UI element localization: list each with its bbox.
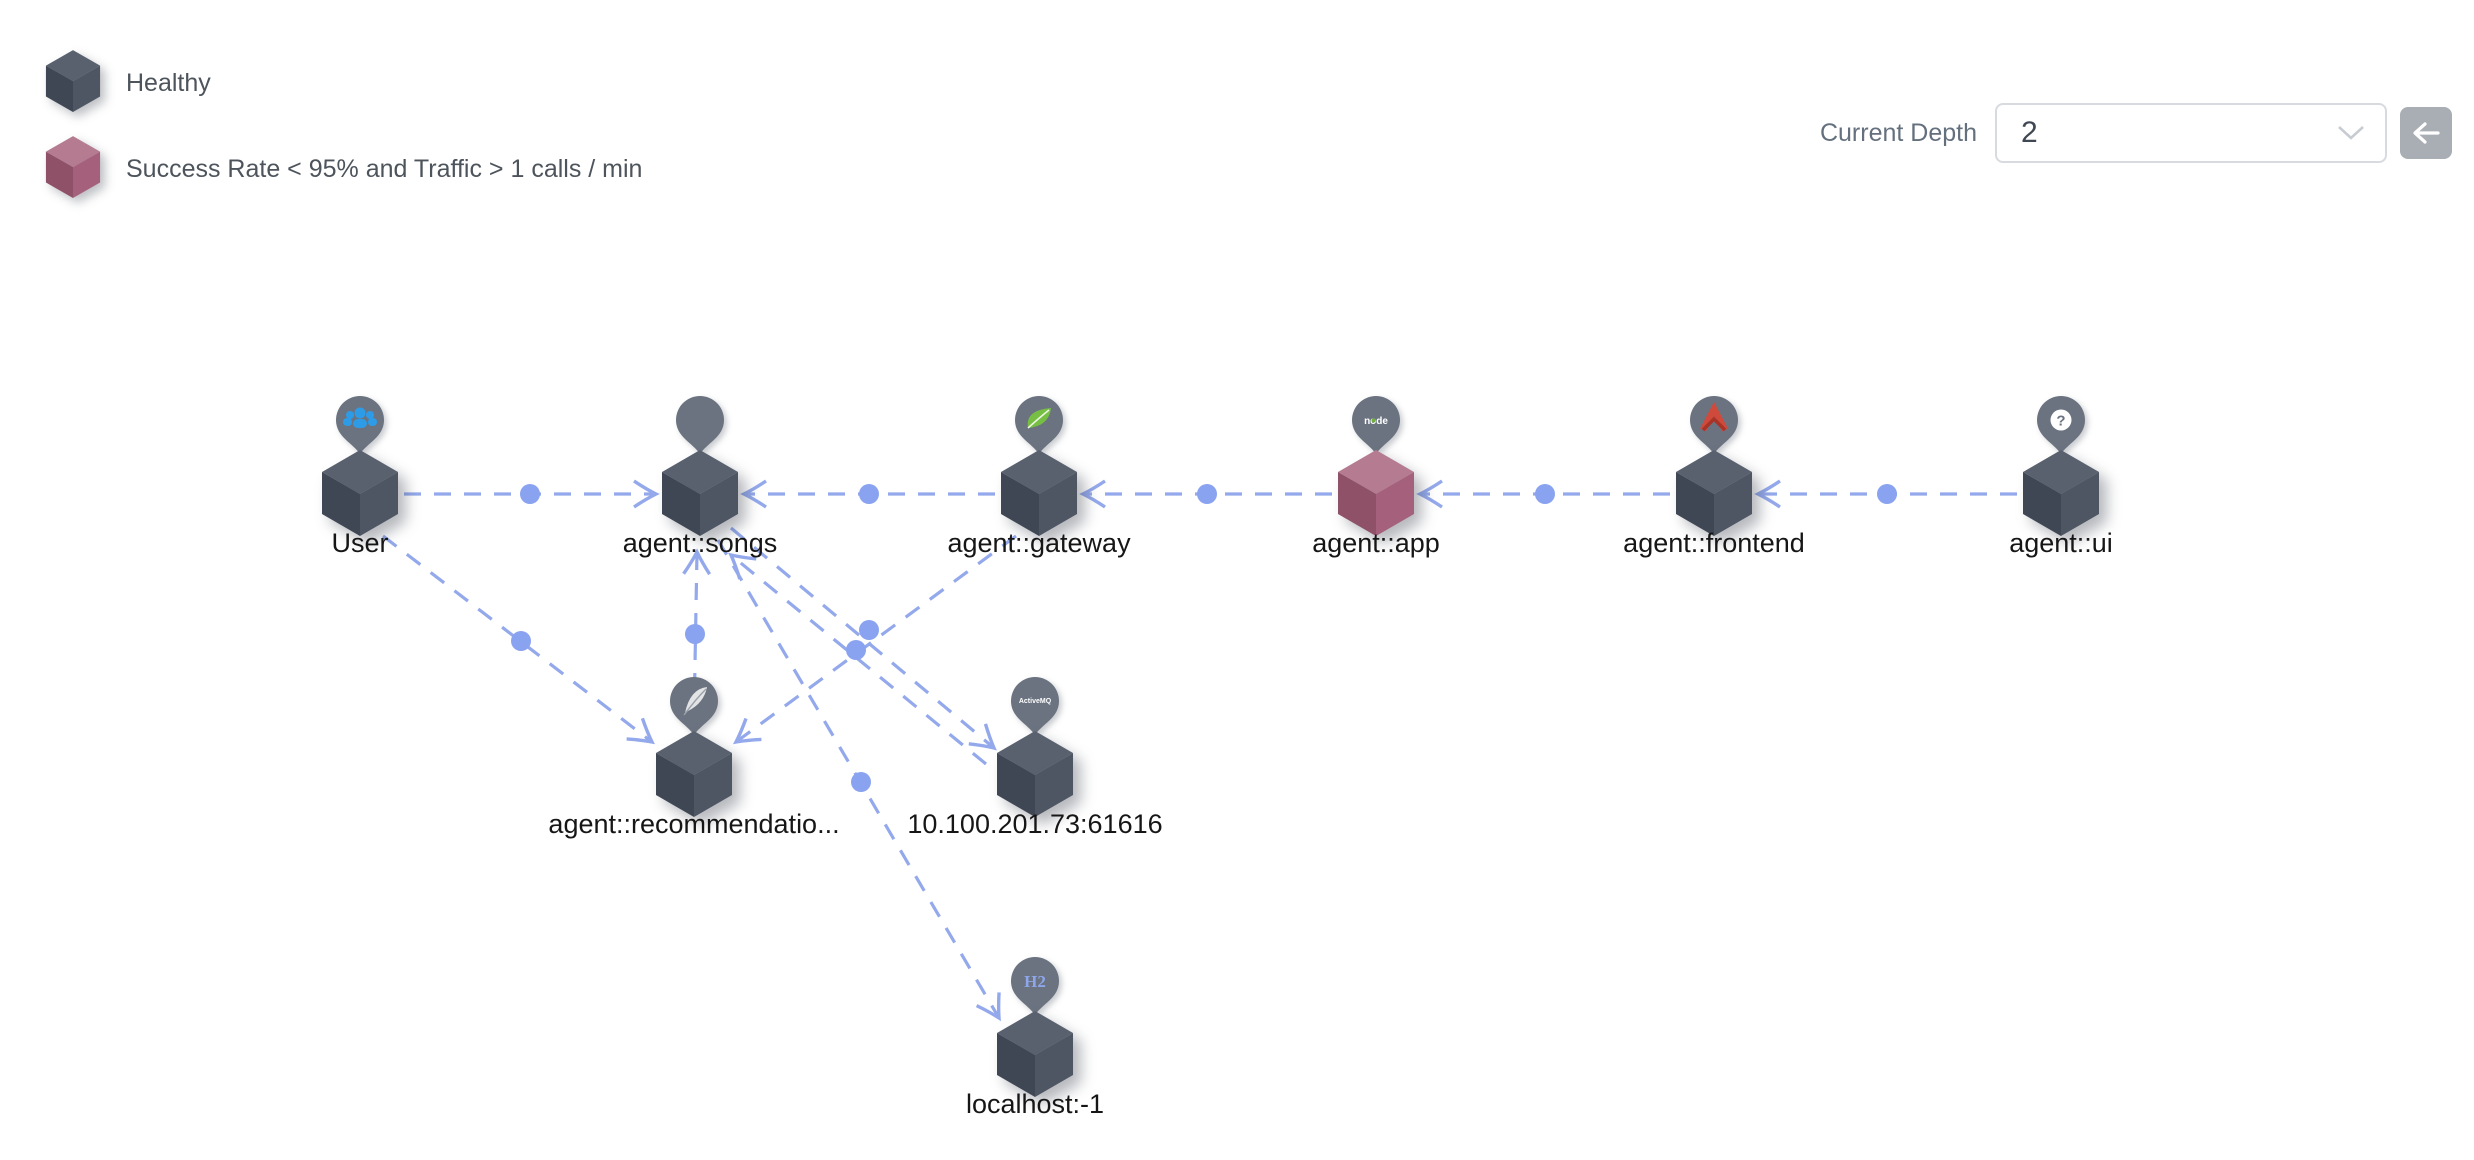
edge-user-recommendation[interactable] [382,534,656,745]
cube [2023,450,2099,536]
depth-select[interactable]: 2 [1995,103,2387,163]
edge-songs-activemq[interactable] [729,526,997,751]
node-label: agent::recommendatio... [548,809,839,839]
node-label: 10.100.201.73:61616 [907,809,1162,839]
app-pin: node [1352,396,1400,454]
legend-item-healthy: Healthy [44,48,642,118]
node-songs[interactable]: agent::songs [623,396,778,558]
traffic-dot [511,631,531,651]
frontend-pin [1690,396,1738,454]
legend: Healthy Success Rate < 95% and Traffic >… [44,48,642,204]
cube [656,731,732,817]
traffic-dot [851,772,871,792]
spring-leaf-icon [1027,408,1051,429]
depth-label: Current Depth [1819,118,1977,147]
chevron-down-icon [2338,126,2364,140]
node-user[interactable]: User [322,396,398,558]
question-mark-icon: ? [2050,409,2072,431]
cube [322,450,398,536]
back-button[interactable] [2400,107,2452,159]
ui-pin: ? [2037,396,2085,454]
node-label: agent::gateway [947,528,1131,558]
node-activemq[interactable]: ActiveMQ 10.100.201.73:61616 [907,677,1163,839]
user-pin [336,396,384,454]
traffic-dot [1197,484,1217,504]
svg-text:node: node [1364,416,1388,427]
users-icon [343,407,377,428]
edges [382,479,2017,1022]
gateway-pin [1015,396,1063,454]
node-frontend[interactable]: agent::frontend [1623,396,1805,558]
traffic-dot [859,620,879,640]
edge-traffic-dots [511,484,1897,792]
recommendation-pin [670,677,718,735]
node-label: agent::app [1312,528,1440,558]
cube [1676,450,1752,536]
legend-label-healthy: Healthy [126,68,211,97]
node-ui[interactable]: ? agent::ui [2009,396,2113,558]
activemq-pin: ActiveMQ [1011,677,1059,735]
left-arrow-icon [2413,122,2440,144]
traffic-dot [1877,484,1897,504]
node-label: User [331,528,388,558]
unhealthy-cube-icon [45,136,101,198]
cube [997,1011,1073,1097]
healthy-cube-icon [45,50,101,112]
feather-icon [683,687,707,716]
traffic-dot [520,484,540,504]
node-label: agent::ui [2009,528,2113,558]
node-gateway[interactable]: agent::gateway [947,396,1131,558]
activemq-icon: ActiveMQ [1019,698,1052,705]
legend-label-unhealthy: Success Rate < 95% and Traffic > 1 calls… [126,154,643,183]
red-chevron-icon [1700,401,1728,432]
plain-pin [676,396,724,454]
traffic-dot [1535,484,1555,504]
cube [1001,450,1077,536]
legend-item-unhealthy: Success Rate < 95% and Traffic > 1 calls… [44,134,642,204]
depth-controls: Current Depth 2 [1820,103,2452,163]
cube [662,450,738,536]
node-recommendation[interactable]: agent::recommendatio... [548,677,840,839]
traffic-dot [685,624,705,644]
node-label: agent::songs [623,528,778,558]
cube [1338,450,1414,536]
node-label: agent::frontend [1623,528,1805,558]
depth-value: 2 [2021,116,2038,149]
nodejs-icon: node [1364,416,1388,427]
svg-text:?: ? [2056,413,2065,430]
node-label: localhost:-1 [966,1089,1104,1119]
traffic-dot [846,640,866,660]
cube [997,731,1073,817]
node-localhost[interactable]: H2 localhost:-1 [966,957,1104,1119]
node-app[interactable]: node agent::app [1312,396,1440,558]
localhost-pin: H2 [1011,957,1059,1015]
traffic-dot [859,484,879,504]
h2-database-icon: H2 [1024,972,1046,991]
